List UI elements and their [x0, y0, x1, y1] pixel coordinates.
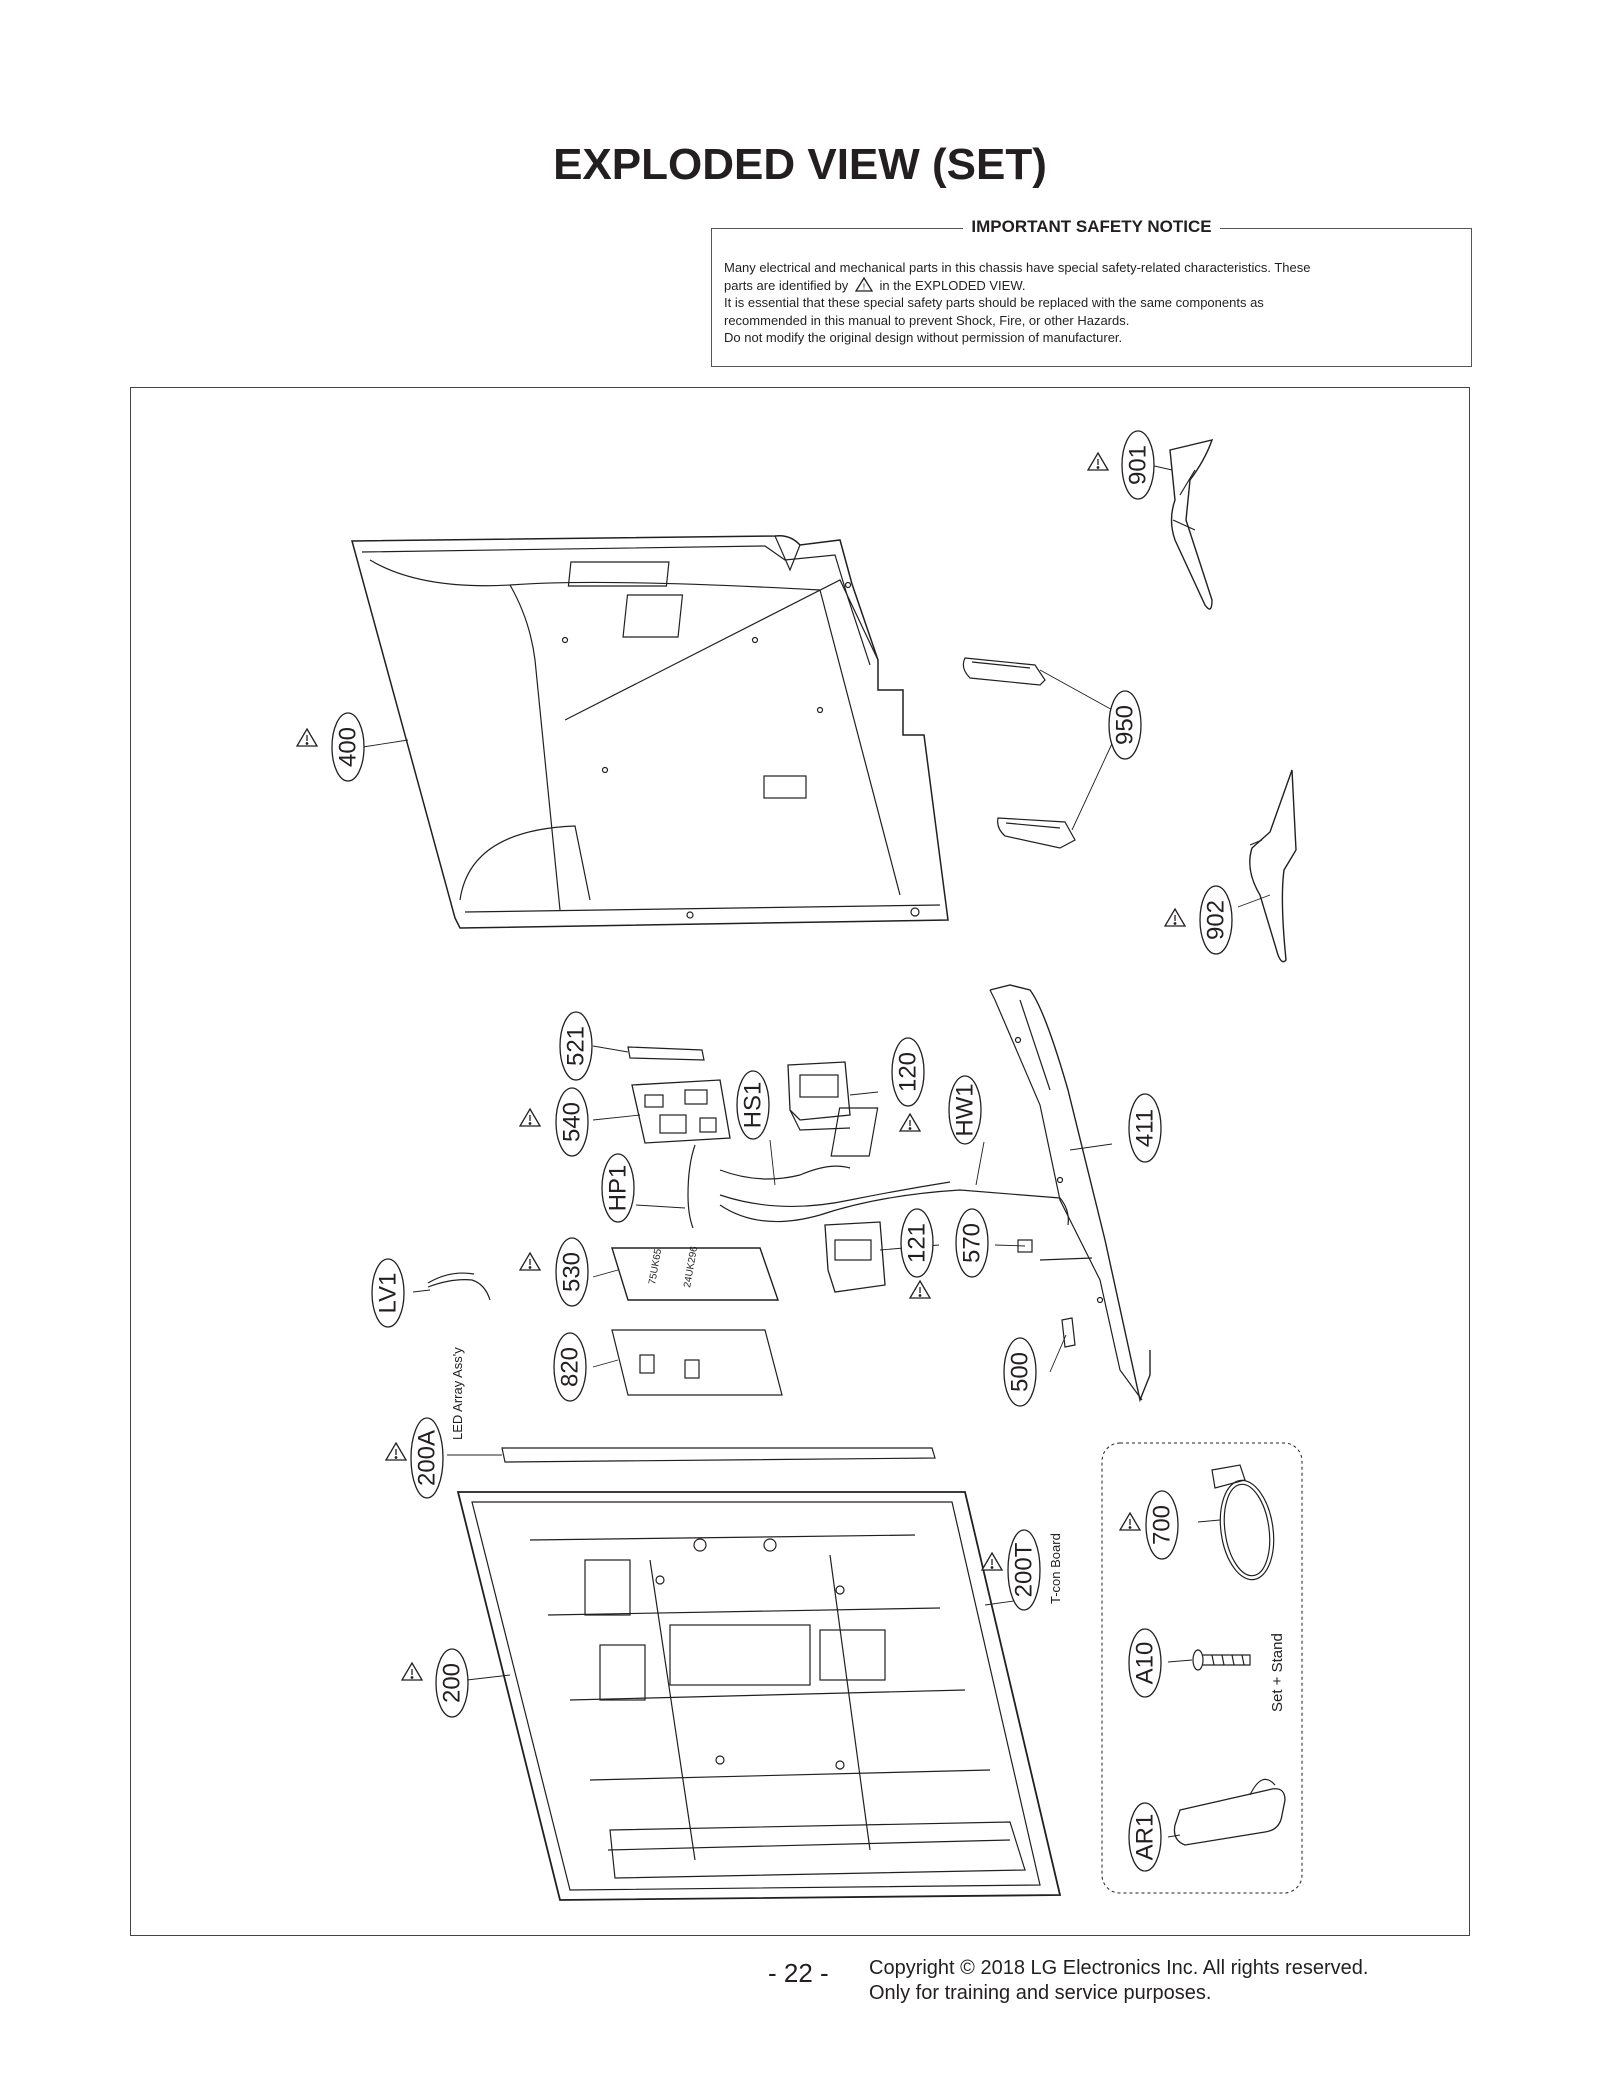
captions: LED Array Ass'y T-con Board Set + Stand — [450, 1347, 1286, 1712]
svg-text:570: 570 — [959, 1223, 986, 1263]
part-callout-a10: A10 — [1128, 1628, 1162, 1698]
svg-text:HW1: HW1 — [952, 1083, 979, 1136]
svg-text:LV1: LV1 — [375, 1273, 402, 1314]
part-callout-500: 500 — [1003, 1337, 1037, 1407]
notice-line-4: recommended in this manual to prevent Sh… — [724, 312, 1130, 328]
svg-text:A10: A10 — [1132, 1642, 1159, 1685]
page-number: - 22 - — [768, 1958, 829, 1988]
svg-text:120: 120 — [895, 1052, 922, 1092]
leader-lines — [362, 464, 1271, 1838]
warning-triangle-icon: ! — [854, 276, 874, 292]
copyright-line-1: Copyright © 2018 LG Electronics Inc. All… — [869, 1957, 1369, 1979]
cable-hw1-part — [719, 1189, 1069, 1226]
part-callout-hp1: HP1 — [601, 1153, 635, 1223]
part-callout-820: 820 — [553, 1332, 587, 1402]
part-bubbles: 901 400 950 902 521 540 HS1 120 HW1 411 — [331, 430, 1233, 1872]
safety-notice-heading: IMPORTANT SAFETY NOTICE — [963, 217, 1220, 236]
sheet-820-part — [611, 1329, 783, 1396]
part-callout-540: 540 — [555, 1087, 589, 1157]
notice-line-2: parts are identified by ! in the EXPLODE… — [724, 276, 1026, 293]
tcon-board-caption: T-con Board — [1048, 1533, 1063, 1604]
bracket-521-part — [627, 1046, 705, 1061]
part-callout-121: 121 — [900, 1208, 934, 1278]
part-500 — [1061, 1317, 1076, 1348]
notice-line-3: It is essential that these special safet… — [724, 295, 1264, 310]
notice-line-5: Do not modify the original design withou… — [724, 330, 1123, 345]
screw-a10-part — [1192, 1649, 1251, 1671]
part-callout-200a: 200A — [410, 1417, 444, 1499]
power-module-120-part — [787, 1061, 851, 1131]
part-callout-ar1: AR1 — [1128, 1802, 1162, 1872]
module-530-marking-2: 24UK296 — [682, 1245, 700, 1288]
led-array-200a-part — [501, 1447, 936, 1463]
part-callout-200t: 200T — [1007, 1529, 1041, 1611]
power-module-121-part — [824, 1221, 886, 1293]
part-callout-950: 950 — [1108, 690, 1142, 760]
part-callout-400: 400 — [331, 712, 365, 782]
svg-text:902: 902 — [1203, 900, 1230, 940]
svg-text:HS1: HS1 — [740, 1082, 767, 1129]
exploded-view-frame — [130, 387, 1470, 1936]
svg-text:901: 901 — [1125, 445, 1152, 485]
part-callout-120: 120 — [891, 1037, 925, 1107]
page-title: EXPLODED VIEW (SET) — [553, 140, 1047, 189]
svg-text:200A: 200A — [414, 1430, 441, 1486]
part-callout-hs1: HS1 — [736, 1070, 770, 1140]
svg-text:200: 200 — [439, 1663, 466, 1703]
accessories-box — [1101, 1442, 1303, 1894]
part-callout-hw1: HW1 — [948, 1075, 982, 1145]
remote-ar1-part — [1173, 1778, 1286, 1846]
svg-text:121: 121 — [904, 1223, 931, 1263]
stand-bracket-950-part — [962, 657, 1076, 849]
main-board-540-part — [631, 1079, 731, 1144]
notice-line-1: Many electrical and mechanical parts in … — [724, 260, 1311, 275]
cable-lv1-part — [427, 1272, 491, 1301]
svg-text:AR1: AR1 — [1132, 1814, 1159, 1861]
cabinet-411-part — [830, 984, 1151, 1403]
svg-text:700: 700 — [1149, 1505, 1176, 1545]
part-callout-902: 902 — [1199, 885, 1233, 955]
power-cord-700-part — [1211, 1464, 1275, 1581]
part-callout-570: 570 — [955, 1208, 989, 1278]
part-callout-lv1: LV1 — [371, 1258, 405, 1328]
back-cover-part — [351, 534, 949, 929]
cable-hs1-part — [719, 1165, 951, 1208]
svg-text:400: 400 — [335, 727, 362, 767]
part-callout-901: 901 — [1121, 430, 1155, 500]
copyright-notice: Copyright © 2018 LG Electronics Inc. All… — [869, 1956, 1368, 2006]
led-array-caption: LED Array Ass'y — [450, 1347, 465, 1440]
part-callout-521: 521 — [559, 1011, 593, 1081]
svg-text:500: 500 — [1007, 1352, 1034, 1392]
safety-notice-box: IMPORTANT SAFETY NOTICE Many electrical … — [711, 217, 1472, 367]
part-callout-530: 530 — [555, 1237, 589, 1307]
stand-902-part — [1249, 769, 1297, 963]
module-530-part: 75UK65 24UK296 — [611, 1245, 779, 1301]
part-callout-200: 200 — [435, 1648, 469, 1718]
svg-text:521: 521 — [563, 1026, 590, 1066]
svg-text:530: 530 — [559, 1252, 586, 1292]
cable-hp1-part — [687, 1144, 696, 1229]
part-callout-411: 411 — [1128, 1093, 1162, 1163]
part-callout-700: 700 — [1145, 1490, 1179, 1560]
set-stand-caption: Set + Stand — [1269, 1633, 1286, 1712]
safety-notice-body: Many electrical and mechanical parts in … — [724, 259, 1457, 347]
svg-text:950: 950 — [1112, 705, 1139, 745]
stand-901-part — [1169, 439, 1214, 610]
svg-text:820: 820 — [557, 1347, 584, 1387]
svg-text:411: 411 — [1132, 1109, 1159, 1147]
panel-200-part — [456, 1491, 1062, 1901]
copyright-line-2: Only for training and service purposes. — [869, 1982, 1212, 2004]
module-530-marking-1: 75UK65 — [647, 1248, 664, 1286]
svg-text:HP1: HP1 — [605, 1165, 632, 1212]
svg-text:!: ! — [863, 282, 865, 291]
svg-text:540: 540 — [559, 1102, 586, 1142]
svg-text:200T: 200T — [1011, 1542, 1038, 1597]
